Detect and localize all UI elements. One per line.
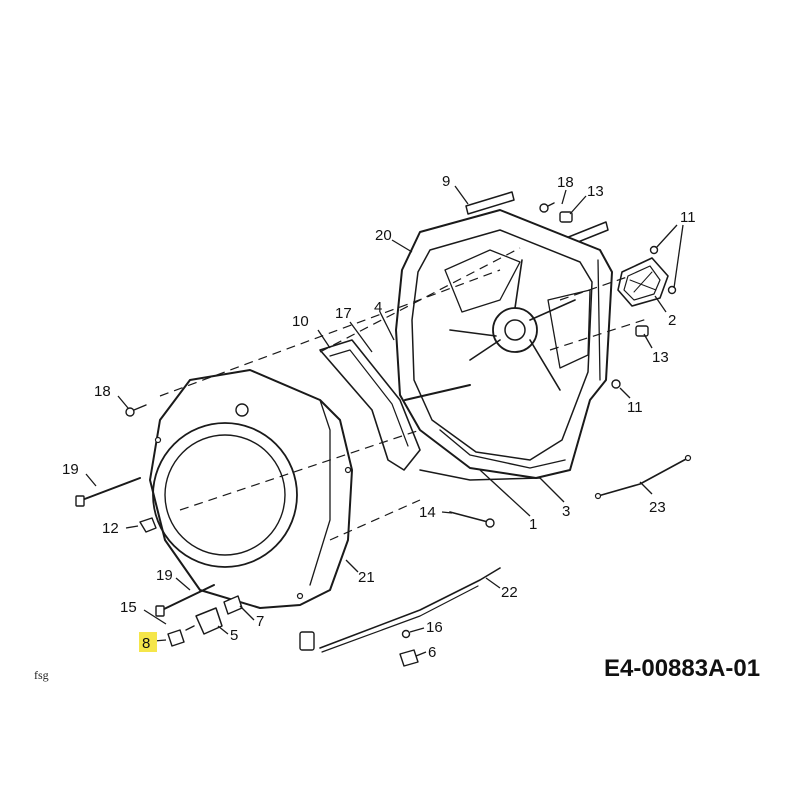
highlight-box-part-8 xyxy=(139,632,157,652)
part-9-bracket xyxy=(465,191,515,215)
part-15-screw xyxy=(185,625,195,631)
label-4: 4 xyxy=(374,299,382,316)
label-23: 23 xyxy=(649,499,666,516)
part-22-cable xyxy=(299,567,501,653)
part-18-screw-left xyxy=(125,404,147,417)
diagram-reference-code: E4-00883A-01 xyxy=(604,655,760,682)
part-21-blower-housing xyxy=(149,369,353,609)
label-16: 16 xyxy=(426,619,443,636)
part-2-gasket xyxy=(617,257,669,307)
label-6: 6 xyxy=(428,644,436,661)
label-13-lower: 13 xyxy=(652,349,669,366)
part-23-wire xyxy=(594,454,692,500)
part-3-lower-plate xyxy=(419,469,541,481)
label-7: 7 xyxy=(256,613,264,630)
part-5-bracket xyxy=(195,607,223,635)
part-18-screw-top xyxy=(539,202,555,213)
part-12-clip xyxy=(139,517,157,533)
label-18-top: 18 xyxy=(557,174,574,191)
label-10: 10 xyxy=(292,313,309,330)
label-19-upper: 19 xyxy=(62,461,79,478)
part-14-screw xyxy=(449,511,495,528)
part-19-bolt-upper xyxy=(75,477,141,507)
assembly-lines xyxy=(159,247,651,541)
leader-lines xyxy=(85,185,684,657)
label-21: 21 xyxy=(358,569,375,586)
label-5: 5 xyxy=(230,627,238,644)
part-19-bolt-lower xyxy=(155,584,215,617)
part-11-bolts xyxy=(611,245,677,389)
part-13-nut-top xyxy=(559,211,573,223)
label-14: 14 xyxy=(419,504,436,521)
part-13-nut-lower xyxy=(635,325,649,337)
label-8-highlighted[interactable]: 8 xyxy=(142,635,150,652)
part-17-shaft xyxy=(404,384,471,401)
label-13-top: 13 xyxy=(587,183,604,200)
label-11-lower: 11 xyxy=(627,399,643,416)
label-9: 9 xyxy=(442,173,450,190)
part-6-clip xyxy=(399,649,419,667)
part-10-gasket-strip xyxy=(319,339,421,471)
label-3: 3 xyxy=(562,503,570,520)
label-17: 17 xyxy=(335,305,352,322)
label-1: 1 xyxy=(529,516,537,533)
label-12: 12 xyxy=(102,520,119,537)
label-18-left: 18 xyxy=(94,383,111,400)
label-15: 15 xyxy=(120,599,137,616)
part-8-clip xyxy=(167,629,185,647)
corner-mark: fsg xyxy=(34,668,49,682)
label-11-top: 11 xyxy=(680,209,696,226)
label-22: 22 xyxy=(501,584,518,601)
label-2: 2 xyxy=(668,312,676,329)
part-16-screw xyxy=(401,629,411,639)
part-labels: 9 18 13 11 20 2 4 17 10 13 18 11 19 23 3… xyxy=(62,173,696,661)
label-20: 20 xyxy=(375,227,392,244)
label-19-lower: 19 xyxy=(156,567,173,584)
part-20-housing xyxy=(395,209,613,479)
